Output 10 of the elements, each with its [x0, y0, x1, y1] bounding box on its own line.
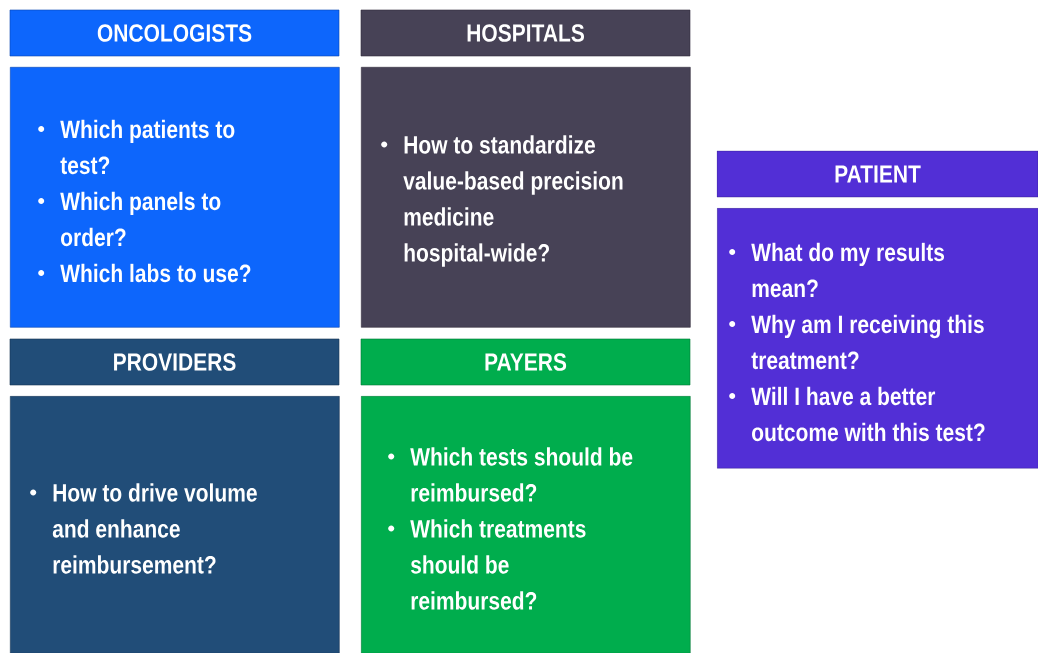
question-panel: Which patients to test? Which panels to order? Which labs to use? — [10, 67, 340, 328]
header-bar: ONCOLOGISTS — [9, 9, 340, 57]
header-bar: HOSPITALS — [360, 9, 691, 57]
question-panel: How to standardize value-based precision medicine hospital-wide? — [361, 67, 691, 328]
header-bar: PATIENT — [716, 150, 1038, 198]
question-panel: What do my results mean? Why am I receiving this treatment? Will I have a better outcome with this test? — [717, 208, 1038, 469]
question-panel: Which tests should be reimbursed? Which treatments should be reimbursed? — [361, 396, 691, 653]
question-panel: How to drive volume and enhance reimbursement? — [10, 396, 340, 653]
header-bar: PAYERS — [360, 338, 691, 386]
header-bar: PROVIDERS — [9, 338, 340, 386]
